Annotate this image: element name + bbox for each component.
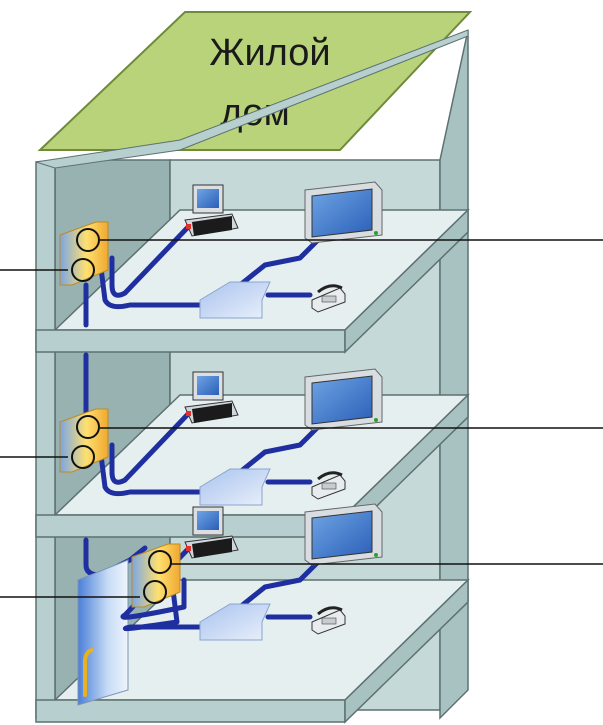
floor-top: [59, 181, 383, 319]
telephone-icon: [311, 284, 346, 313]
building-title-line1: Жилой: [209, 32, 330, 74]
external-lines: [0, 239, 603, 598]
roof: Жилой дом: [37, 11, 473, 151]
router-icon: [199, 468, 271, 506]
wall-socket-icon: [59, 221, 109, 286]
network-cables: [120, 544, 321, 632]
network-cables: [97, 222, 321, 310]
pc-icon: [184, 371, 239, 424]
network-cables: [97, 409, 321, 497]
floor-middle: [59, 368, 383, 506]
electrical-cabinet: [77, 559, 129, 706]
router-icon: [199, 603, 271, 641]
monitor-icon: [304, 181, 383, 244]
pc-icon: [184, 184, 239, 237]
telephone-icon: [311, 471, 346, 500]
monitor-icon: [304, 503, 383, 566]
monitor-icon: [304, 368, 383, 431]
telephone-icon: [311, 606, 346, 635]
router-icon: [199, 281, 271, 319]
pc-icon: [184, 506, 239, 559]
wall-socket-icon: [59, 408, 109, 473]
wall-socket-icon: [131, 543, 181, 608]
floor-bottom: [120, 503, 383, 641]
